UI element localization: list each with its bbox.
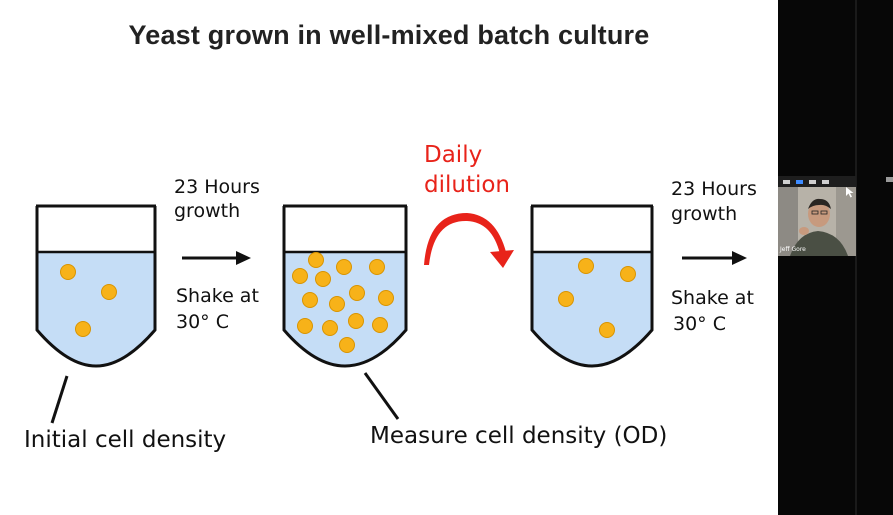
shake-label-2: Shake at [671, 287, 754, 309]
dilution-label-line2: dilution [424, 172, 511, 198]
cursor-icon [846, 187, 854, 198]
growth-label-1: growth [174, 200, 241, 222]
yeast-cell [349, 285, 365, 301]
flask-liquid [37, 252, 155, 366]
flask-headspace [532, 208, 652, 252]
yeast-cell [329, 296, 345, 312]
yeast-cell [322, 320, 338, 336]
participant-video[interactable]: Jeff Gore [778, 176, 856, 256]
yeast-cell [620, 266, 636, 282]
yeast-cell [336, 259, 352, 275]
diagram-canvas [35, 204, 747, 424]
panel-edge-icon [886, 177, 893, 182]
person-face [808, 201, 830, 227]
panel-divider [855, 0, 857, 515]
yeast-cell [292, 268, 308, 284]
flask-diluted [530, 204, 654, 368]
minimize-icon[interactable] [783, 179, 790, 184]
flask-outline [530, 206, 654, 368]
speaker-view-icon[interactable] [796, 179, 803, 184]
arrow-right-icon [682, 251, 747, 265]
video-feed [778, 187, 856, 256]
flask-headspace [37, 208, 155, 252]
yeast-cell [302, 292, 318, 308]
measure-density-label: Measure cell density (OD) [370, 423, 668, 449]
yeast-cell [315, 271, 331, 287]
yeast-cell [101, 284, 117, 300]
yeast-cell [578, 258, 594, 274]
yeast-cell [558, 291, 574, 307]
flask-liquid [284, 252, 406, 366]
yeast-cell [297, 318, 313, 334]
growth-label-2: growth [671, 203, 738, 225]
flask-outline [282, 206, 408, 368]
person-hair [808, 198, 831, 209]
growth-hours-1: 23 Hours [174, 176, 260, 198]
yeast-cell [372, 317, 388, 333]
curved-arrow-icon [424, 213, 514, 268]
flask-initial [35, 204, 157, 368]
temperature-label-2: 30° C [673, 313, 726, 335]
slide-title: Yeast grown in well-mixed batch culture [128, 20, 650, 50]
person-hand [799, 227, 809, 235]
flask-liquid [532, 252, 652, 366]
initial-density-label: Initial cell density [24, 427, 227, 453]
shake-label-1: Shake at [176, 285, 259, 307]
yeast-cell [339, 337, 355, 353]
arrow-right-icon [182, 251, 251, 265]
label-pointer-measure [363, 372, 400, 420]
label-pointer-initial [50, 375, 69, 424]
video-toolbar [778, 176, 856, 187]
person-shoulders [790, 231, 848, 256]
yeast-cell [369, 259, 385, 275]
yeast-cell [75, 321, 91, 337]
growth-hours-2: 23 Hours [671, 178, 757, 200]
yeast-cell [308, 252, 324, 268]
side-panel [778, 0, 893, 515]
temperature-label-1: 30° C [176, 311, 229, 333]
slide: Yeast grown in well-mixed batch culture [0, 0, 778, 515]
grid-view-icon[interactable] [822, 179, 829, 184]
flask-outline [35, 206, 157, 368]
yeast-cell [60, 264, 76, 280]
participant-name: Jeff Gore [780, 246, 806, 253]
dilution-label-line1: Daily [424, 142, 483, 168]
strip-view-icon[interactable] [809, 179, 816, 184]
yeast-cell [378, 290, 394, 306]
flask-grown [282, 204, 408, 368]
flask-headspace [284, 208, 406, 252]
yeast-cell [348, 313, 364, 329]
yeast-cell [599, 322, 615, 338]
